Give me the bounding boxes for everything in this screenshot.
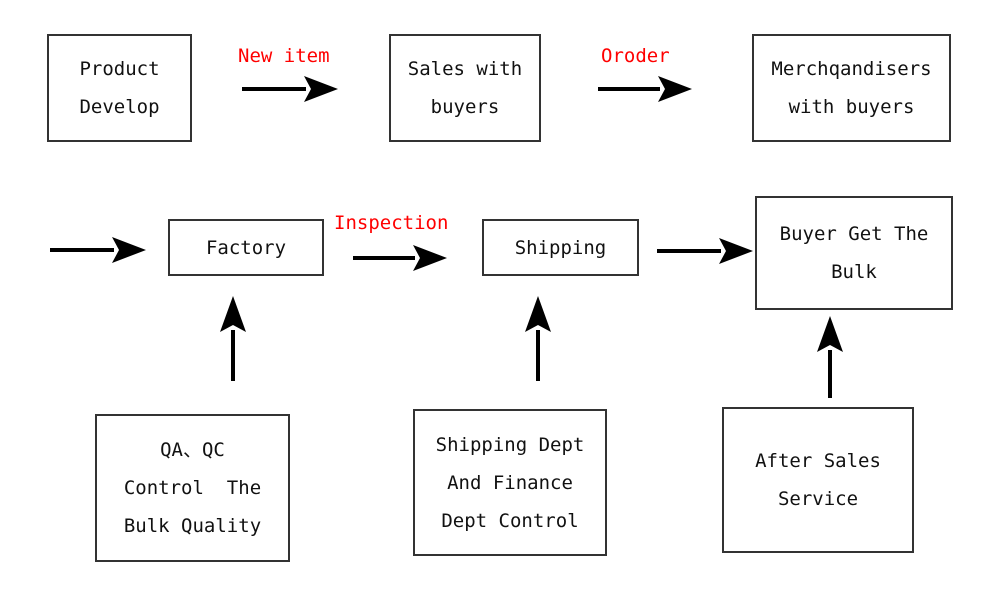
node-text: Bulk Quality [123,515,262,537]
node-product-develop: Product Develop [47,34,192,142]
node-text: Bulk [831,261,877,283]
arrow-up [817,316,843,398]
node-text: Dept Control [441,509,579,532]
arrow-up [220,296,246,381]
node-text: Sales with [407,58,523,80]
node-buyer-get-bulk: Buyer Get The Bulk [755,196,953,310]
node-text: After Sales [755,450,881,472]
node-shipping-finance: Shipping Dept And Finance Dept Control [413,409,607,556]
node-factory: Factory [168,219,324,276]
arrow-right [242,76,338,102]
node-text: with buyers [788,96,915,118]
node-shipping: Shipping [482,219,639,276]
arrow-right [353,245,447,271]
node-text: Merchqandisers [771,58,932,80]
node-text: And Finance [447,471,573,494]
node-text: QA、QC [160,439,225,461]
node-text: Service [777,488,859,510]
edge-label-inspection: Inspection [334,212,449,234]
node-text: Control The [123,477,262,499]
arrow-right [50,237,146,263]
node-text: Factory [205,236,287,259]
edge-label-order: Oroder [601,45,670,67]
node-text: Shipping Dept [435,433,585,456]
node-text: buyers [430,96,500,118]
edge-label-new-item: New item [238,45,330,67]
node-qa-qc: QA、QC Control The Bulk Quality [95,414,290,562]
node-text: Buyer Get The [779,223,929,245]
node-after-sales: After Sales Service [722,407,914,553]
arrow-up [525,296,551,381]
node-merchandisers: Merchqandisers with buyers [752,34,951,142]
node-text: Shipping [514,236,607,259]
node-text: Product [79,58,160,80]
arrow-right [598,76,692,102]
arrow-right [657,238,753,264]
node-text: Develop [79,96,160,118]
node-sales-with-buyers: Sales with buyers [389,34,541,142]
